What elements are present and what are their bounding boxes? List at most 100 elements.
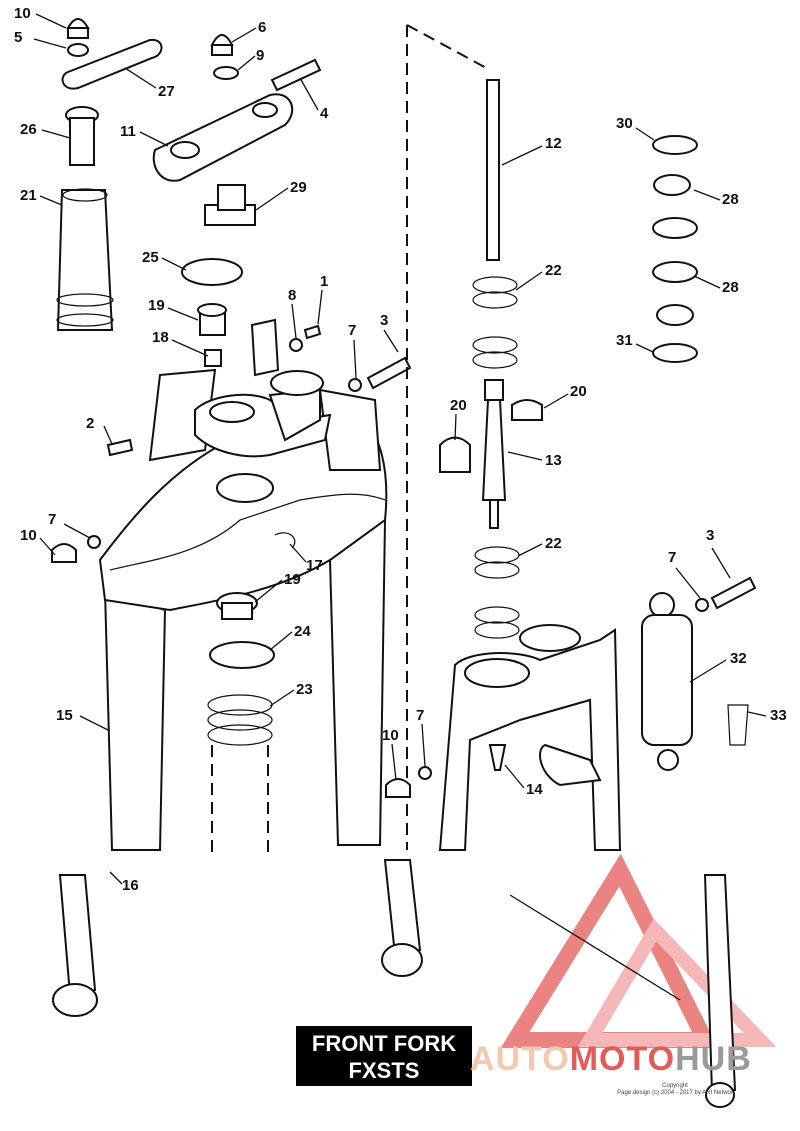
callout-22: 22 [517,535,562,557]
callout-26: 26 [20,121,71,139]
washer-7-left [87,535,101,549]
callout-number: 7 [348,322,356,339]
callout-number: 7 [48,511,56,528]
cap-nut-10-left [51,543,77,563]
screw-1 [303,324,322,340]
washer-7-shock [695,598,709,612]
callout-25: 25 [142,249,187,271]
callout-leader [675,567,701,599]
callout-leader [231,27,257,43]
stem-cap-26 [65,106,99,166]
callout-19: 19 [254,571,301,603]
callout-leader [269,689,295,707]
callout-4: 4 [299,77,329,122]
callout-24: 24 [269,623,311,651]
callout-number: 16 [122,877,139,894]
title-line-2: FXSTS [348,1058,420,1083]
callout-13: 13 [507,451,562,469]
washer-5 [67,43,89,57]
copyright-line-2: Page design (c) 2004 - 2017 by ARI Netwo… [617,1090,733,1096]
callout-leader [517,543,543,557]
callout-leader [711,547,731,579]
guide-line-lower [509,894,681,1001]
callout-number: 27 [158,83,175,100]
bolt-3-upper [366,356,412,390]
callout-1: 1 [317,273,328,325]
callout-10: 10 [20,527,56,556]
washer-9 [213,66,239,80]
label-33 [727,704,749,746]
callout-leader [254,579,283,603]
callout-32: 32 [689,650,747,683]
callout-18: 18 [152,329,209,357]
callout-7: 7 [48,511,91,539]
washer-31 [652,343,698,363]
bushing-19-upper [197,303,227,336]
callout-leader [515,271,543,291]
fork-bracket-right [438,624,622,851]
washer-7-lower [418,766,432,780]
washer-7-upper [348,378,362,392]
callout-leader [353,339,357,379]
washer-24 [209,641,275,669]
lockwasher-8 [289,338,303,352]
callout-30: 30 [616,115,655,141]
callout-number: 2 [86,415,94,432]
bushing-20-right [511,399,543,421]
bolt-3-shock [710,576,757,610]
callout-number: 24 [294,623,311,640]
callout-7: 7 [416,707,426,767]
callout-leader [747,711,767,717]
callout-leader [139,131,169,147]
callout-12: 12 [501,135,562,166]
callout-number: 23 [296,681,313,698]
callout-3: 3 [706,527,731,579]
callout-leader [109,871,123,885]
callout-leader [454,413,457,441]
watermark-brand: AUTOMOTOHUB [470,1040,752,1079]
callout-number: 21 [20,187,37,204]
callout-leader [689,659,727,683]
callout-number: 19 [284,571,301,588]
plate-27 [61,38,163,90]
callout-leader [39,195,63,206]
callout-leader [39,537,56,556]
callout-17: 17 [289,543,323,574]
callout-leader [504,764,525,789]
brand-part-2: MOTO [569,1040,676,1078]
callout-21: 21 [20,187,63,206]
callout-20: 20 [543,383,587,409]
callout-leader [635,343,654,353]
callout-number: 22 [545,535,562,552]
callout-number: 10 [14,5,31,22]
callout-15: 15 [56,707,109,731]
callout-number: 33 [770,707,787,724]
callout-leader [383,329,399,353]
callout-number: 11 [120,123,136,140]
callout-29: 29 [255,179,307,211]
callout-leader [35,13,67,29]
watermark-logo [500,853,777,1048]
lower-fork-bracket [98,418,388,612]
callout-number: 12 [545,135,562,152]
callout-leader [33,38,67,49]
callout-number: 8 [288,287,296,304]
upper-bracket-18 [194,318,332,458]
callout-number: 31 [616,332,633,349]
callout-number: 9 [256,47,264,64]
bearing-28-upper [653,174,691,196]
callout-number: 1 [320,273,328,290]
callout-10: 10 [14,5,67,29]
bushing-19-lower [216,592,258,620]
callout-16: 16 [109,871,139,894]
copyright-line-1: Copyright [662,1083,688,1089]
callout-leader [317,289,323,325]
callout-number: 13 [545,452,562,469]
callout-6: 6 [231,19,266,43]
bearing-28-lower [656,304,694,326]
callout-22: 22 [515,262,562,291]
callout-3: 3 [380,312,399,353]
callout-number: 4 [320,105,329,122]
